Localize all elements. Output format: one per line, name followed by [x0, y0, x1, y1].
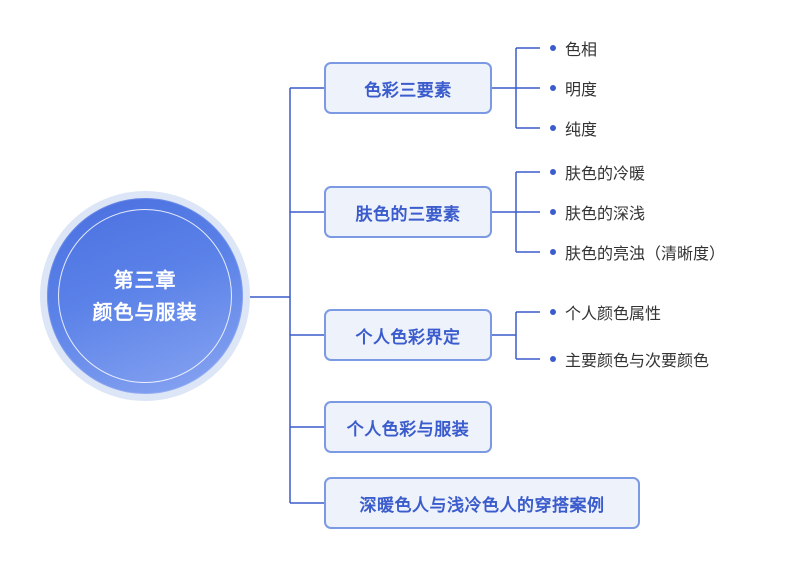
branch-node-personal-color[interactable]: 个人色彩界定	[324, 309, 492, 361]
bullet-dot-icon	[550, 209, 556, 215]
bullet-dot-icon	[550, 85, 556, 91]
branch-node-skin-elements[interactable]: 肤色的三要素	[324, 186, 492, 238]
branch-label: 色彩三要素	[364, 80, 452, 101]
leaf-label: 主要颜色与次要颜色	[565, 351, 710, 370]
center-title-line2: 颜色与服装	[92, 300, 198, 324]
leaf-label: 纯度	[565, 120, 598, 139]
branch-label: 肤色的三要素	[355, 204, 461, 225]
branch-node-color-and-clothing[interactable]: 个人色彩与服装	[324, 401, 492, 453]
center-node-ring	[58, 209, 232, 383]
leaf-label: 肤色的深浅	[565, 204, 646, 223]
leaf-item[interactable]: 色相	[550, 36, 597, 60]
leaf-item[interactable]: 肤色的冷暖	[550, 160, 645, 184]
center-node-label: 第三章 颜色与服装	[47, 198, 243, 394]
leaf-label: 肤色的亮浊（清晰度）	[565, 244, 726, 263]
bullet-dot-icon	[550, 309, 556, 315]
bullet-dot-icon	[550, 125, 556, 131]
leaf-item[interactable]: 纯度	[550, 116, 597, 140]
center-title-line1: 第三章	[113, 268, 177, 292]
leaf-item[interactable]: 个人颜色属性	[550, 300, 661, 324]
branch-label: 个人色彩与服装	[346, 419, 470, 440]
bullet-dot-icon	[550, 249, 556, 255]
leaf-item[interactable]: 肤色的亮浊（清晰度）	[550, 240, 725, 264]
leaf-label: 肤色的冷暖	[565, 164, 646, 183]
bullet-dot-icon	[550, 169, 556, 175]
leaf-item[interactable]: 主要颜色与次要颜色	[550, 347, 709, 371]
bullet-dot-icon	[550, 45, 556, 51]
branch-node-color-elements[interactable]: 色彩三要素	[324, 62, 492, 114]
leaf-item[interactable]: 明度	[550, 76, 597, 100]
branch-node-outfit-cases[interactable]: 深暖色人与浅冷色人的穿搭案例	[324, 477, 640, 529]
leaf-label: 明度	[565, 80, 598, 99]
leaf-label: 个人颜色属性	[565, 304, 662, 323]
branch-label: 个人色彩界定	[355, 327, 461, 348]
leaf-label: 色相	[565, 40, 598, 59]
leaf-item[interactable]: 肤色的深浅	[550, 200, 645, 224]
bullet-dot-icon	[550, 356, 556, 362]
branch-label: 深暖色人与浅冷色人的穿搭案例	[359, 495, 605, 516]
